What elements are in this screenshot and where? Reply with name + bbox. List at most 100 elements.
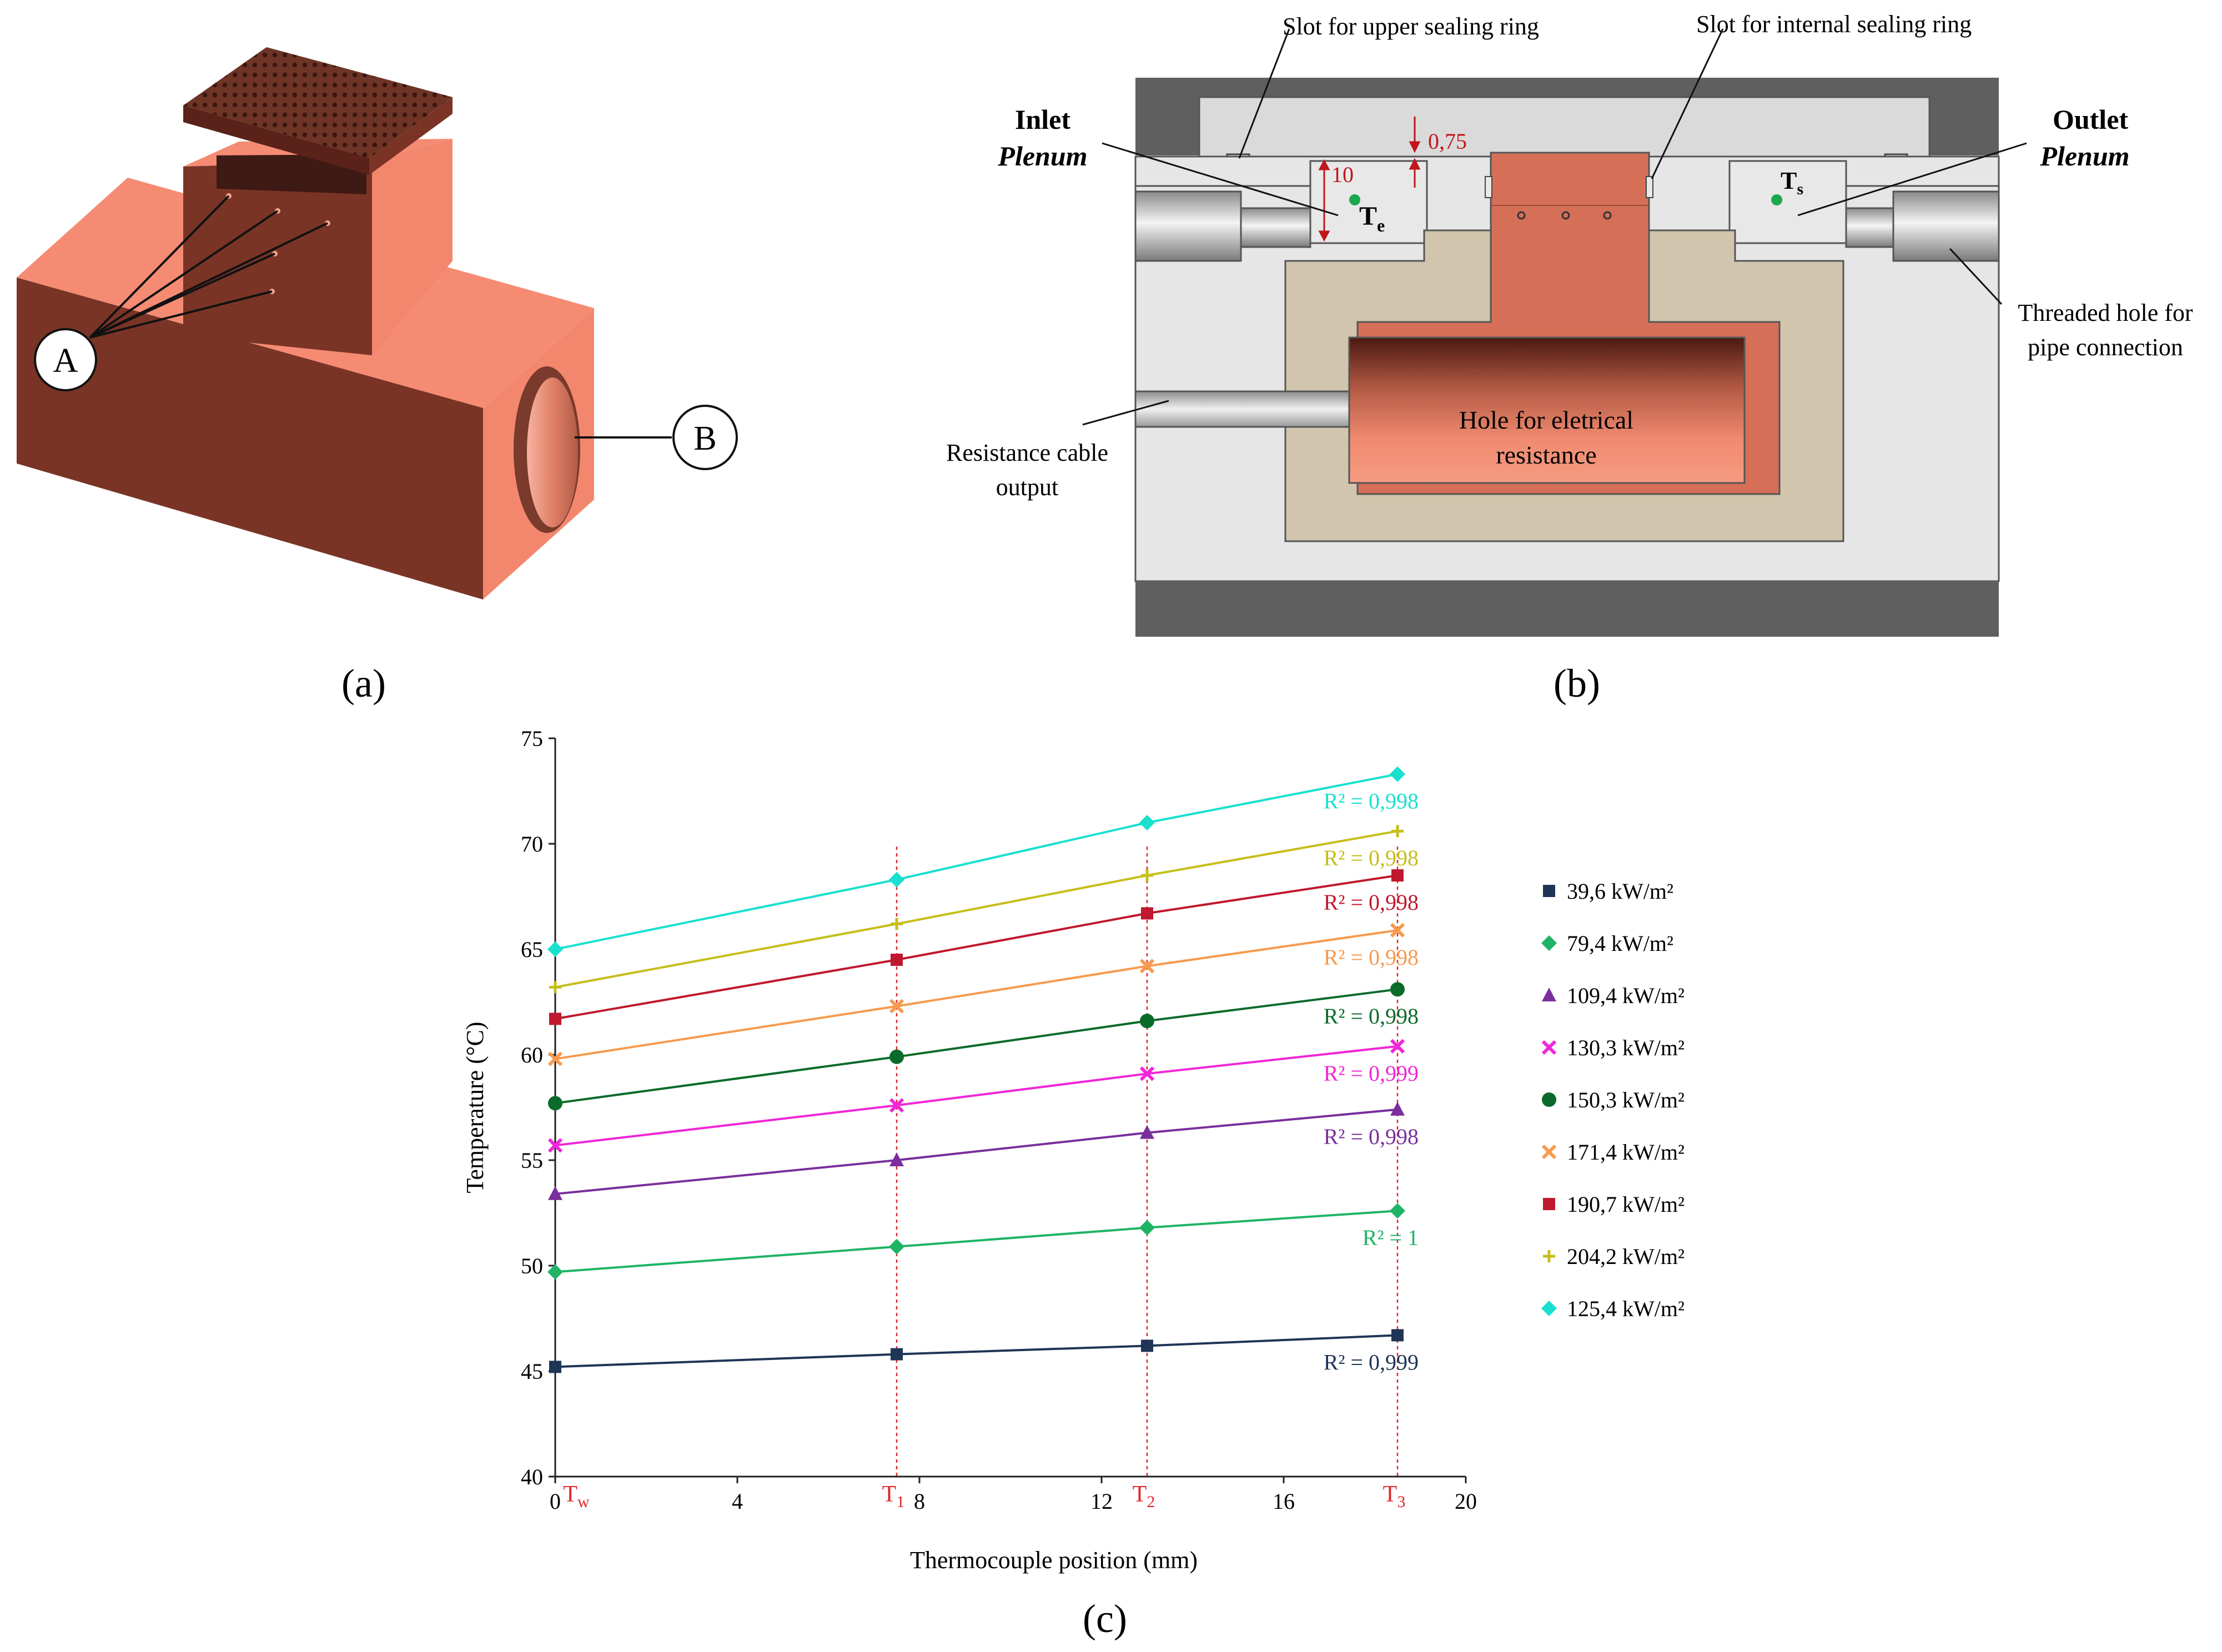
callout-b bbox=[672, 405, 738, 470]
probe-te bbox=[1349, 194, 1360, 205]
inlet-label: Inlet bbox=[1015, 104, 1070, 135]
data-point bbox=[549, 981, 561, 994]
top-plate bbox=[1198, 96, 1931, 159]
data-point bbox=[1141, 1339, 1153, 1352]
data-point bbox=[1139, 815, 1155, 830]
series-4: R² = 0,999 bbox=[547, 1039, 1419, 1153]
lid-base bbox=[217, 154, 366, 194]
slot-internal-label: Slot for internal sealing ring bbox=[1696, 11, 1972, 38]
ts-label: Ts bbox=[1781, 167, 1803, 198]
inlet-plenum-label: Plenum bbox=[997, 140, 1087, 172]
slot-upper-label: Slot for upper sealing ring bbox=[1283, 13, 1539, 40]
threaded-hole-label-1: Threaded hole for bbox=[2018, 299, 2193, 326]
legend-marker bbox=[1541, 1301, 1557, 1316]
y-tick-label: 70 bbox=[521, 832, 543, 857]
block-front-face bbox=[17, 278, 483, 600]
y-tick-label: 65 bbox=[521, 937, 543, 962]
callout-a bbox=[34, 328, 97, 391]
outlet-port bbox=[1845, 207, 1894, 248]
data-point bbox=[1141, 907, 1153, 920]
series-line bbox=[555, 874, 1398, 1020]
legend-marker bbox=[1542, 988, 1556, 1001]
callout-b-label: B bbox=[693, 420, 716, 457]
resistance-cable bbox=[1134, 390, 1350, 428]
position-label: T3 bbox=[1383, 1482, 1406, 1511]
te-label: Te bbox=[1359, 202, 1385, 235]
x-axis-title: Thermocouple position (mm) bbox=[910, 1547, 1198, 1574]
legend-label: 109,4 kW/m² bbox=[1567, 983, 1685, 1008]
legend-label: 39,6 kW/m² bbox=[1567, 879, 1673, 904]
data-point bbox=[889, 872, 904, 888]
data-point bbox=[1390, 1039, 1405, 1054]
data-point bbox=[547, 1264, 563, 1280]
internal-sealing-slot bbox=[1646, 176, 1653, 198]
data-point bbox=[547, 941, 563, 957]
series-line bbox=[555, 830, 1398, 989]
data-point bbox=[889, 1049, 904, 1064]
series-5: R² = 0,998 bbox=[548, 982, 1419, 1111]
series-line bbox=[555, 1108, 1398, 1195]
inlet-pipe bbox=[1134, 190, 1242, 262]
data-point bbox=[548, 1186, 562, 1200]
data-point bbox=[1391, 869, 1404, 882]
heater-cavity bbox=[1348, 336, 1746, 484]
legend-label: 125,4 kW/m² bbox=[1567, 1296, 1685, 1321]
internal-sealing-slot bbox=[1485, 176, 1492, 198]
panel-a-illustration: A B bbox=[17, 47, 738, 600]
series-line bbox=[555, 773, 1398, 950]
legend-marker bbox=[1542, 1092, 1556, 1107]
bore-hole bbox=[527, 377, 578, 527]
data-point bbox=[1139, 1066, 1155, 1081]
series-group: R² = 0,999 R² = 1 R² = 0,998 R² = 0,999 R² =… bbox=[547, 766, 1419, 1374]
y-tick-label: 75 bbox=[521, 726, 543, 751]
data-point bbox=[1390, 1101, 1405, 1116]
data-point bbox=[1391, 825, 1404, 838]
resistance-cable-label-1: Resistance cable bbox=[946, 439, 1108, 466]
threaded-hole-label-2: pipe connection bbox=[2028, 334, 2183, 361]
x-tick-label: 12 bbox=[1090, 1489, 1113, 1514]
series-1: R² = 0,999 bbox=[549, 1329, 1419, 1374]
resistance-cable-label-2: output bbox=[996, 474, 1058, 501]
mesh-front-edge bbox=[183, 105, 369, 175]
legend-label: 204,2 kW/m² bbox=[1567, 1244, 1685, 1269]
x-tick-label: 20 bbox=[1455, 1489, 1477, 1514]
legend-label: 150,3 kW/m² bbox=[1567, 1087, 1685, 1112]
legend-marker bbox=[1541, 1040, 1557, 1055]
r2-label: R² = 0,998 bbox=[1324, 789, 1419, 814]
r2-label: R² = 0,998 bbox=[1324, 845, 1419, 870]
heater-label-1: Hole for eletrical bbox=[1459, 406, 1633, 434]
outlet-plenum-cavity bbox=[1728, 160, 1847, 244]
y-axis-title: Temperature (°C) bbox=[461, 1022, 489, 1193]
series-line bbox=[555, 929, 1398, 1060]
x-tick-label: 16 bbox=[1273, 1489, 1295, 1514]
data-point bbox=[1139, 959, 1155, 974]
small-block-side bbox=[372, 139, 453, 355]
r2-label: R² = 0,998 bbox=[1324, 1004, 1419, 1029]
data-point bbox=[891, 954, 903, 966]
data-point bbox=[1390, 1203, 1405, 1219]
inlet-port bbox=[1240, 207, 1311, 248]
y-tick-label: 60 bbox=[521, 1042, 543, 1067]
data-point bbox=[1391, 1329, 1404, 1342]
data-point bbox=[891, 1348, 903, 1361]
caption-c: (c) bbox=[1083, 1596, 1127, 1641]
r2-label: R² = 0,999 bbox=[1324, 1061, 1419, 1086]
legend-marker bbox=[1543, 1250, 1555, 1262]
series-3: R² = 0,998 bbox=[548, 1101, 1419, 1200]
series-line bbox=[555, 1045, 1398, 1147]
caption-b: (b) bbox=[1554, 661, 1600, 706]
r2-label: R² = 0,998 bbox=[1324, 1124, 1419, 1149]
position-label: Tw bbox=[563, 1482, 590, 1511]
outlet-label: Outlet bbox=[2053, 104, 2128, 135]
r2-label: R² = 1 bbox=[1363, 1225, 1419, 1250]
series-2: R² = 1 bbox=[547, 1203, 1419, 1280]
data-point bbox=[1390, 982, 1405, 997]
x-tick-label: 4 bbox=[732, 1489, 743, 1514]
series-6: R² = 0,998 bbox=[547, 923, 1419, 1066]
data-point bbox=[1139, 1220, 1155, 1236]
series-line bbox=[555, 1210, 1398, 1273]
